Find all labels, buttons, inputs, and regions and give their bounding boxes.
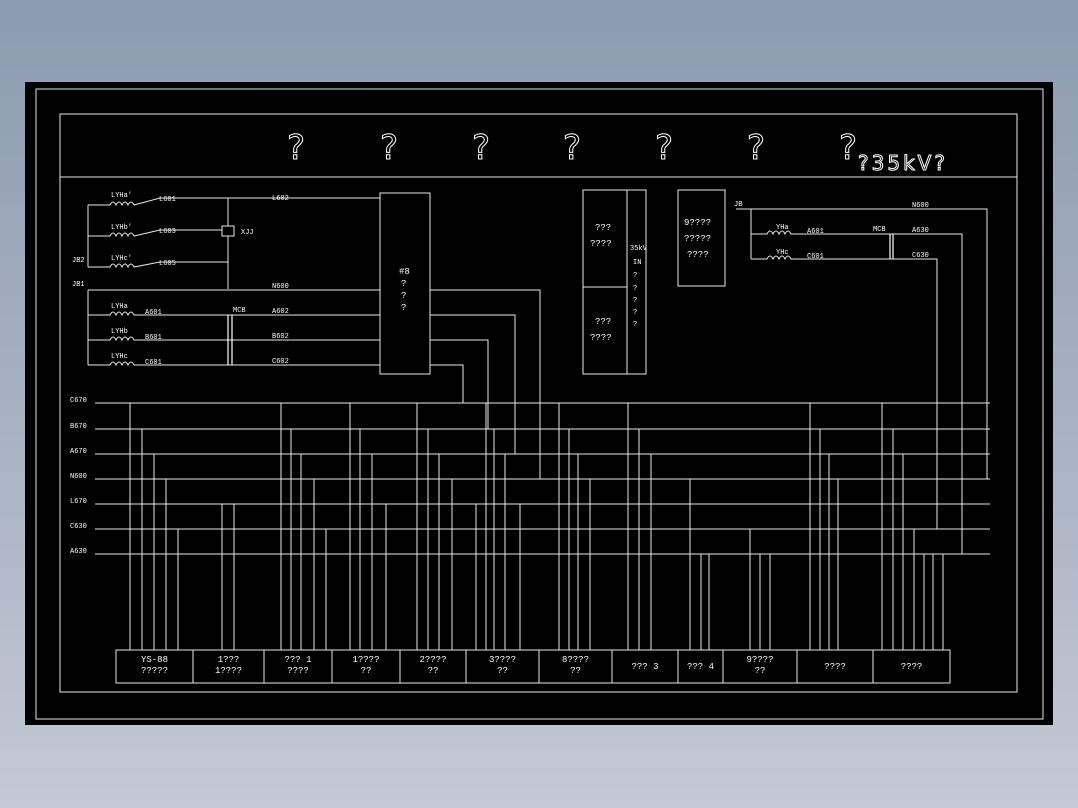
terminal-label: 1???? (215, 666, 242, 676)
bus-label: C630 (70, 523, 87, 531)
terminal-label: 3???? (489, 655, 516, 665)
wire-label: L603 (159, 228, 176, 236)
terminal-label: ??? 3 (631, 662, 658, 672)
coil-label: LYHc (111, 353, 128, 361)
coil-label: LYHb (111, 328, 128, 336)
cad-viewport[interactable]: ? ? ? ? ? ? ? ?35kV? C670 B670 A670 N600… (25, 82, 1053, 725)
wire-label: A601 (807, 228, 824, 236)
wire-label: B602 (272, 333, 289, 341)
wire-label: A601 (145, 309, 162, 317)
mid-side: ? (633, 285, 637, 293)
relay-line: ? (401, 279, 406, 289)
relay-line: ? (401, 303, 406, 313)
coil-label: LYHa' (111, 192, 132, 200)
mcb-label: MCB (233, 307, 246, 315)
wire-label: C601 (807, 253, 824, 261)
wire-label: L605 (159, 260, 176, 268)
terminal-label: ??? 1 (284, 655, 311, 665)
terminal-label: ?? (755, 666, 766, 676)
title-mark: ? (839, 128, 857, 168)
wire-label: L601 (159, 196, 176, 204)
right-text: ???? (687, 250, 709, 260)
terminal-label: ???? (287, 666, 309, 676)
drawing-title: ?35kV? (858, 151, 948, 175)
xjj-label: XJJ (241, 229, 254, 237)
bus-label: A670 (70, 448, 87, 456)
terminal-label: ?? (497, 666, 508, 676)
bus-label: N600 (70, 473, 87, 481)
terminal-label: 1???? (352, 655, 379, 665)
wire-label: A602 (272, 308, 289, 316)
coil-label: LYHa (111, 303, 128, 311)
mid-side: ? (633, 321, 637, 329)
terminal-row: YS-88?????1???1??????? 1????1??????2????… (115, 649, 951, 684)
wire-label: N600 (912, 202, 929, 210)
terminal-label: 9???? (746, 655, 773, 665)
terminal-label: ??? 4 (687, 662, 714, 672)
right-box: 9???? ????? ???? (677, 189, 726, 287)
wire-label: B601 (145, 334, 162, 342)
wire-label: C601 (145, 359, 162, 367)
relay-line: ? (401, 291, 406, 301)
right-text: ????? (684, 234, 711, 244)
title-mark: ? (747, 128, 765, 168)
port-label: JB1 (72, 281, 85, 289)
bus-label: B670 (70, 423, 87, 431)
terminal-label: ???? (901, 662, 923, 672)
terminal-label: ?? (570, 666, 581, 676)
right-text: 9???? (684, 218, 711, 228)
port-label: JB (734, 201, 742, 209)
wire-label: C602 (272, 358, 289, 366)
mid-text: ???? (590, 239, 612, 249)
title-marks: ? ? ? ? ? ? ? (287, 128, 858, 169)
terminal-label: 8???? (562, 655, 589, 665)
drawing-border-outer (35, 88, 1044, 720)
terminal-label: 1??? (218, 655, 240, 665)
wiring-diagram: ? ? ? ? ? ? ? ?35kV? C670 B670 A670 N600… (35, 88, 1044, 720)
mid-side: IN (633, 259, 641, 267)
right-coil-section: JB YHa YHc A601 C601 N600 A630 C630 MCB (734, 201, 988, 554)
relay-box: #8 ? ? ? (379, 192, 541, 479)
title-mark: ? (472, 128, 490, 168)
terminal-label: ?? (361, 666, 372, 676)
terminal-label: YS-88 (141, 655, 168, 665)
mid-side: ? (633, 272, 637, 280)
title-mark: ? (380, 128, 398, 168)
mid-text: ??? (595, 317, 611, 327)
mid-side: ? (633, 309, 637, 317)
xjj-relay (221, 225, 235, 237)
mid-text: ??? (595, 223, 611, 233)
wire-label: C630 (912, 252, 929, 260)
mid-text: ???? (590, 333, 612, 343)
bus-labels: C670 B670 A670 N600 L670 C630 A630 (70, 397, 87, 556)
title-mark: ? (287, 128, 305, 168)
title-mark: ? (655, 128, 673, 168)
bus-label: A630 (70, 548, 87, 556)
port-label: JB2 (72, 257, 85, 265)
mcb-label: MCB (873, 226, 886, 234)
terminal-label: ?? (428, 666, 439, 676)
wire-label: L602 (272, 195, 289, 203)
title-mark: ? (563, 128, 581, 168)
mid-side: ? (633, 297, 637, 305)
wire-label: A630 (912, 227, 929, 235)
wire-label: N600 (272, 283, 289, 291)
relay-id: #8 (399, 267, 410, 277)
terminal-strip (115, 649, 951, 684)
drawing-border-inner (59, 113, 1018, 693)
coil-label: LYHc' (111, 255, 132, 263)
mid-side: 35kV (630, 245, 648, 253)
middle-box: ??? ???? ??? ???? 35kV IN ? ? ? ? ? (582, 189, 648, 375)
terminal-label: ????? (141, 666, 168, 676)
left-coil-section: XJJ LYHa' LYHb' LYHc' LYHa LYHb LYHc L60… (72, 192, 380, 367)
bus-label: C670 (70, 397, 87, 405)
terminal-label: ???? (824, 662, 846, 672)
drop-wires (129, 403, 944, 650)
coil-label: YHa (776, 224, 789, 232)
terminal-label: 2???? (419, 655, 446, 665)
coil-label: YHc (776, 249, 789, 257)
bus-label: L670 (70, 498, 87, 506)
bus-lines (95, 402, 990, 555)
coil-label: LYHb' (111, 224, 132, 232)
